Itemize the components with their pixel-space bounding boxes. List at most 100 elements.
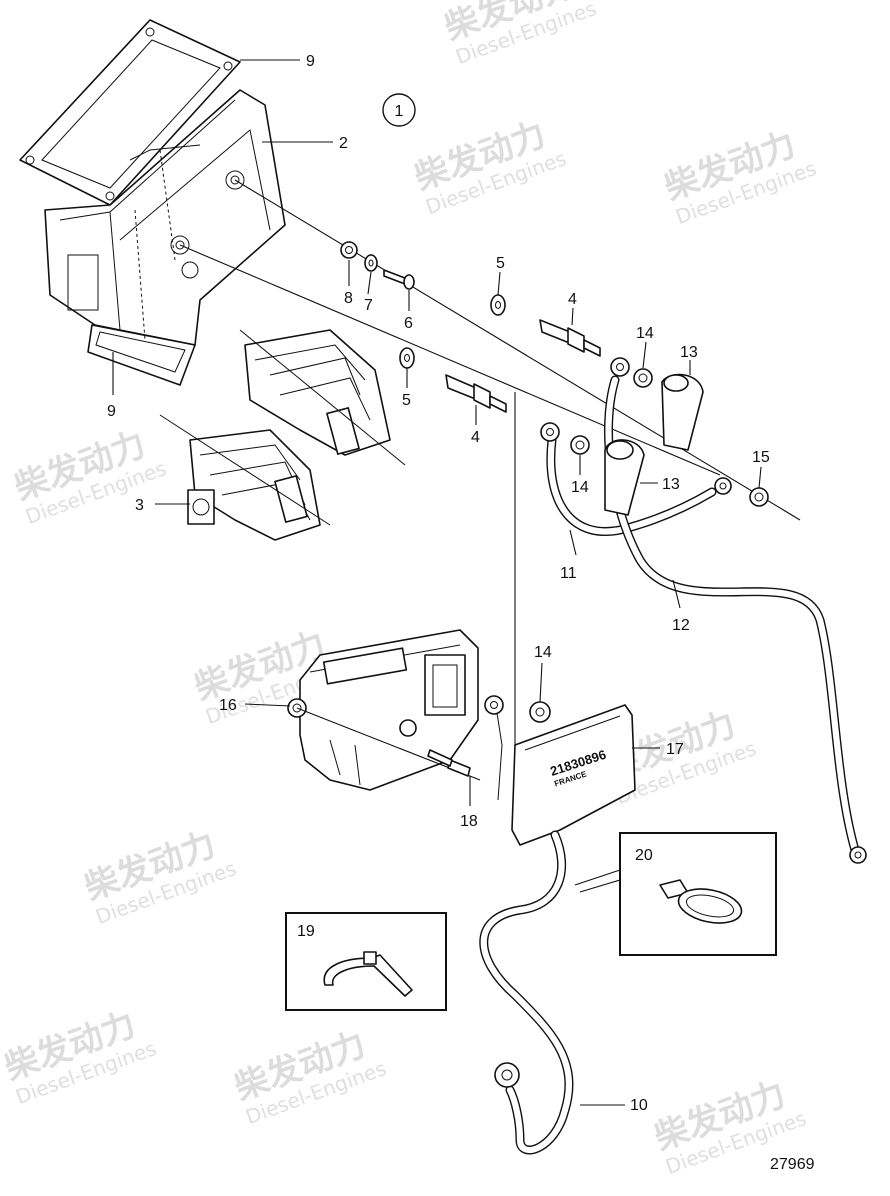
inset-tie-19 — [285, 912, 447, 1011]
housing-edge — [129, 144, 201, 161]
stud-thread — [489, 395, 507, 413]
stud-thread — [583, 339, 601, 357]
leader-5-top — [497, 271, 501, 296]
relay-terminal — [274, 475, 308, 523]
stud-hex-icon — [473, 383, 491, 409]
callout-12: 12 — [672, 617, 690, 634]
housing-port-icon — [175, 240, 185, 250]
callout-3: 3 — [135, 497, 144, 514]
module-mount-hole-inner-icon — [292, 703, 302, 713]
callout-8: 8 — [344, 290, 353, 307]
callout-13-top: 13 — [680, 344, 698, 361]
module-frame-inner — [432, 664, 458, 708]
washer-hole-icon — [368, 259, 374, 267]
ring-terminal-hole-icon — [616, 363, 624, 371]
housing-port-icon — [181, 261, 199, 279]
nut-15 — [749, 487, 769, 507]
group-callout-circle — [382, 93, 416, 127]
module-label-plate — [322, 647, 408, 685]
inset-pointer — [574, 869, 621, 886]
nut-hole-icon — [575, 440, 585, 450]
ring-terminal-hole-icon — [719, 482, 727, 490]
group-callout-number: 1 — [395, 103, 404, 120]
housing-assembly — [19, 19, 286, 386]
gasket-hole-icon — [145, 27, 155, 37]
callout-6: 6 — [404, 315, 413, 332]
ring-terminal-hole-icon — [501, 1069, 513, 1081]
cover-17 — [511, 704, 636, 846]
nut-14-mid — [570, 435, 590, 455]
screw-head-icon — [403, 274, 415, 290]
screw-6 — [383, 269, 406, 285]
cable-tie-lock — [363, 951, 377, 965]
module-frame — [424, 654, 466, 716]
bottom-gasket-inner — [95, 331, 186, 373]
bolt-18-shank — [427, 749, 453, 767]
nut-8 — [340, 241, 358, 259]
nut-14-upper — [633, 368, 653, 388]
module-assembly: 21830896 FRANCE — [287, 629, 636, 846]
relay-detail — [254, 344, 366, 381]
housing-port-icon — [230, 175, 240, 185]
top-gasket — [19, 19, 241, 206]
callout-15: 15 — [752, 449, 770, 466]
nut-14-lower — [529, 701, 551, 723]
callout-14-low: 14 — [534, 644, 552, 661]
stud-hex-icon — [567, 327, 585, 353]
ring-terminal-icon — [849, 846, 867, 864]
gasket-hole-icon — [25, 155, 35, 165]
inset-clip-20 — [574, 832, 777, 956]
leader-11 — [569, 529, 577, 556]
alignment-line — [159, 149, 176, 261]
relay-detail — [279, 377, 371, 421]
callout-16: 16 — [219, 697, 237, 714]
alignment-line — [134, 209, 146, 341]
ring-terminal-icon — [610, 357, 630, 377]
callout-20: 20 — [635, 847, 653, 864]
callout-11: 11 — [560, 565, 577, 582]
callout-19: 19 — [297, 923, 315, 940]
housing-port-icon — [225, 170, 245, 190]
nut-hole-icon — [345, 246, 353, 254]
housing-edge — [109, 211, 121, 331]
boot-opening-icon — [606, 440, 634, 460]
relay-terminal — [326, 407, 360, 455]
diagram-reference-number: 27969 — [770, 1156, 815, 1173]
ring-terminal-icon — [714, 477, 732, 495]
relay-block-upper — [244, 329, 391, 456]
clip-loop-inner-icon — [685, 894, 735, 918]
callout-9-left: 9 — [107, 403, 116, 420]
relay-detail — [269, 357, 361, 396]
module-terminal-icon — [399, 719, 417, 737]
cable-tie-icon — [323, 954, 413, 997]
upper-axis-line — [234, 179, 801, 521]
boot-opening-icon — [663, 374, 689, 392]
gasket-hole-icon — [223, 61, 233, 71]
callout-4-top: 4 — [568, 291, 577, 308]
washer-hole-icon — [404, 354, 410, 362]
leader-14-low — [539, 662, 543, 703]
projection-line — [159, 414, 331, 526]
housing-port-icon — [170, 235, 190, 255]
washer-5-mid — [399, 347, 415, 369]
lower-axis-line — [179, 244, 721, 476]
ring-terminal-hole-icon — [854, 851, 862, 859]
ring-terminal-hole-icon — [546, 428, 554, 436]
cover-edge — [524, 715, 621, 751]
callout-18: 18 — [460, 813, 478, 830]
washer-5-upper — [490, 294, 506, 316]
callout-14-mid: 14 — [571, 479, 589, 496]
ring-terminal-icon — [484, 695, 504, 715]
hardware — [340, 241, 601, 413]
washer-7 — [364, 254, 378, 272]
washer-hole-icon — [495, 301, 501, 309]
gasket-hole-icon — [105, 191, 115, 201]
cable-10-group — [479, 830, 574, 1155]
clip-loop-icon — [677, 888, 743, 924]
nut-hole-icon — [754, 492, 764, 502]
short-lead — [496, 712, 503, 801]
callout-17: 17 — [666, 741, 684, 758]
leader-7 — [367, 271, 372, 295]
leader-12 — [672, 579, 681, 609]
